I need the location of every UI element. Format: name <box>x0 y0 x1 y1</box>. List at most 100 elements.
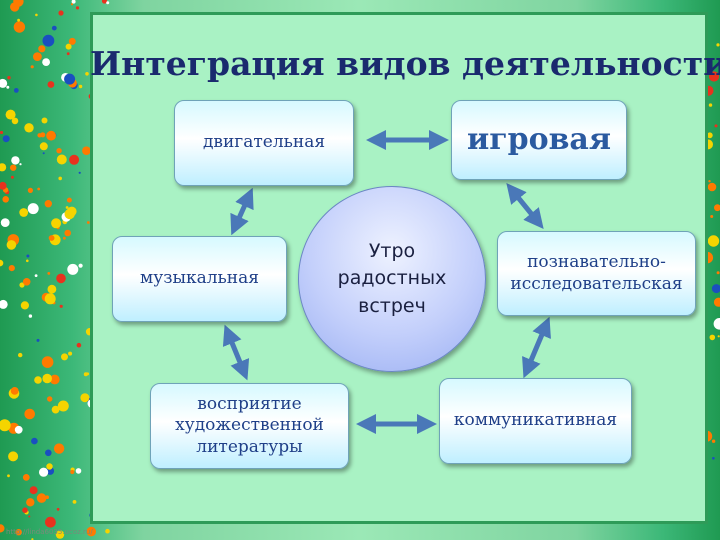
confetti-dot <box>7 76 11 80</box>
confetti-dot <box>15 529 22 536</box>
confetti-dot <box>65 43 72 50</box>
confetti-dot <box>18 352 23 358</box>
confetti-dot <box>69 154 80 165</box>
node-play-label: игровая <box>466 122 612 158</box>
confetti-dot <box>37 133 42 138</box>
double-arrow-icon <box>222 324 250 381</box>
confetti-dot <box>86 221 90 224</box>
confetti-dot <box>36 493 47 503</box>
confetti-dot <box>709 334 716 341</box>
confetti-dot <box>71 0 76 4</box>
confetti-dot <box>24 123 34 133</box>
confetti-dot <box>42 34 55 47</box>
confetti-dot <box>53 443 65 454</box>
confetti-dot <box>63 236 66 240</box>
node-communicative: коммуникативная <box>439 378 632 464</box>
confetti-dot <box>5 109 16 120</box>
confetti-dot <box>78 263 83 268</box>
confetti-dot <box>0 299 8 309</box>
confetti-dot <box>19 208 29 217</box>
confetti-dot <box>6 240 17 250</box>
confetti-dot <box>58 176 62 181</box>
confetti-dot <box>44 293 56 305</box>
confetti-dot <box>67 263 79 275</box>
double-arrow-icon <box>506 183 544 229</box>
confetti-dot <box>64 208 75 220</box>
confetti-dot <box>42 373 52 384</box>
node-communicative-label: коммуникативная <box>453 410 618 431</box>
confetti-dot <box>0 181 7 190</box>
confetti-dot <box>64 229 71 237</box>
confetti-dot <box>66 52 70 56</box>
center-circle: Утро радостных встреч <box>298 186 486 372</box>
confetti-dot <box>86 372 90 376</box>
node-literature: восприятие художественной литературы <box>150 383 349 469</box>
confetti-dot <box>76 342 82 348</box>
confetti-dot <box>78 84 83 89</box>
confetti-dot <box>10 387 19 395</box>
confetti-dot <box>19 282 25 288</box>
confetti-dot <box>19 163 22 166</box>
confetti-dot <box>2 196 10 203</box>
confetti-dot <box>38 45 46 53</box>
confetti-dot <box>27 187 33 193</box>
confetti-dot <box>713 297 720 307</box>
node-literature-label: восприятие художественной литературы <box>175 394 324 457</box>
node-cognitive-label: познавательно- исследовательская <box>510 252 683 294</box>
confetti-dot <box>75 468 82 474</box>
confetti-dot <box>80 393 90 403</box>
confetti-dot <box>22 507 28 513</box>
confetti-dot <box>708 71 720 82</box>
confetti-dot <box>707 182 717 192</box>
confetti-dot <box>61 353 68 361</box>
confetti-dot <box>72 500 77 504</box>
confetti-dot <box>37 187 41 191</box>
confetti-dot <box>85 72 89 76</box>
confetti-dot <box>26 254 30 258</box>
confetti-dot <box>10 2 20 12</box>
confetti-dot <box>17 18 20 22</box>
confetti-dot <box>70 469 75 475</box>
confetti-dot <box>75 6 80 10</box>
confetti-dot <box>31 437 38 445</box>
confetti-dot <box>29 486 38 495</box>
confetti-dot <box>8 265 15 272</box>
confetti-dot <box>10 164 17 171</box>
confetti-dot <box>46 463 53 470</box>
confetti-dot <box>45 449 52 457</box>
confetti-dot <box>47 272 51 275</box>
confetti-dot <box>708 103 713 107</box>
confetti-dot <box>65 206 69 209</box>
confetti-dot <box>712 457 715 460</box>
confetti-dot <box>105 528 110 534</box>
confetti-dot <box>0 130 4 135</box>
node-musical-label: музыкальная <box>139 268 260 289</box>
confetti-dot <box>22 474 30 481</box>
confetti-dot <box>22 278 31 286</box>
confetti-dot <box>45 495 49 500</box>
confetti-dot <box>44 200 52 208</box>
confetti-dot <box>64 73 76 85</box>
confetti-dot <box>28 515 31 518</box>
confetti-dot <box>0 524 5 533</box>
confetti-dot <box>28 314 33 318</box>
node-motor: двигательная <box>174 100 354 186</box>
confetti-dot <box>39 142 48 151</box>
confetti-dot <box>42 152 45 155</box>
confetti-dot <box>26 498 35 507</box>
confetti-dot <box>713 318 720 330</box>
confetti-dot <box>51 405 60 414</box>
confetti-dot <box>711 284 720 294</box>
confetti-dot <box>711 439 716 443</box>
confetti-dot <box>716 43 720 47</box>
confetti-dot <box>47 284 57 294</box>
confetti-dot <box>35 13 38 17</box>
slide-title: Интеграция видов деятельности <box>90 44 720 83</box>
confetti-dot <box>59 304 63 308</box>
confetti-dot <box>0 419 11 432</box>
confetti-dot <box>47 295 50 298</box>
source-credit: http://linda6035.ucoz.ru/ <box>6 528 93 536</box>
confetti-dot <box>46 130 56 141</box>
double-arrow-icon <box>230 187 254 236</box>
confetti-dot <box>14 425 23 434</box>
